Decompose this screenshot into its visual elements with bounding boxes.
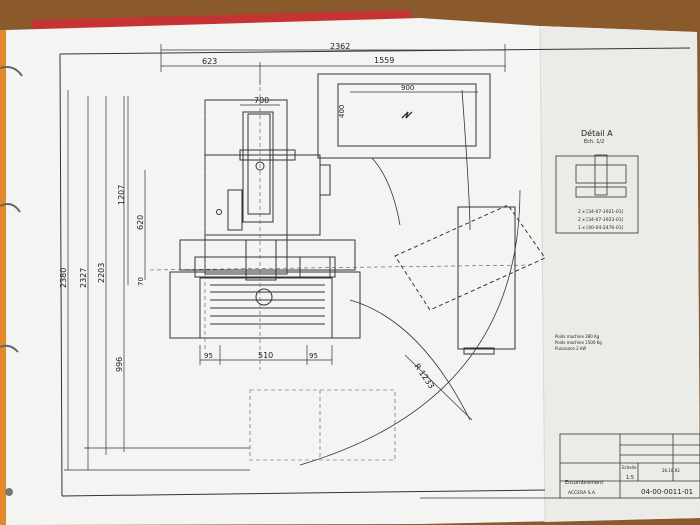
dim-left-margin: 95 <box>204 352 213 360</box>
dim-total-width: 2362 <box>330 42 350 51</box>
company-name: ACCERA S.A. <box>568 490 596 496</box>
detail-scale: Ech. 1/2 <box>584 139 604 145</box>
dim-control-width: 900 <box>401 84 414 92</box>
fold-line <box>539 25 546 523</box>
detail-part-3: 1 x [40-04-2476-01] <box>578 225 624 231</box>
binder-orange <box>0 30 6 525</box>
dim-height-5: 1207 <box>117 185 126 205</box>
detail-part-2: 2 x [34-07-1923-01] <box>578 217 624 223</box>
title-block <box>420 433 700 499</box>
title-block-title: Encombrement <box>565 480 603 486</box>
weight-note-2: Poids machine 1500 Kg <box>555 340 602 345</box>
binder-rings <box>0 66 23 496</box>
dim-control-height: 400 <box>338 105 346 118</box>
dim-right-margin: 95 <box>309 352 318 360</box>
dim-table-width: 510 <box>258 351 273 360</box>
title-block-date: 26.10.92 <box>662 468 680 473</box>
paper-shadow-right <box>540 26 700 522</box>
dim-overall-height: 2380 <box>59 268 68 288</box>
dim-right-span: 1559 <box>374 56 394 65</box>
red-binder-edge <box>30 10 412 30</box>
drawing-number: 04-00-0011-01 <box>641 488 693 496</box>
dim-gap: 70 <box>137 277 145 286</box>
title-block-scale: 1:5 <box>626 475 634 481</box>
detail-a-figure <box>555 154 639 234</box>
dim-height-4: 996 <box>115 357 124 372</box>
weight-note-1: Poids machine 280 Kg <box>555 334 600 339</box>
dim-height-2: 2327 <box>79 268 88 288</box>
detail-part-1: 2 x [34-07-1921-01] <box>578 209 624 215</box>
dim-height-3: 2203 <box>97 263 106 283</box>
drawing-frame <box>59 47 691 55</box>
title-block-scale-label: Echelle <box>622 465 637 470</box>
detail-title: Détail A <box>581 128 613 138</box>
weight-note-3: Puissance 2 kW <box>555 346 586 351</box>
dim-column-height: 620 <box>136 215 145 230</box>
dim-left-offset: 623 <box>202 57 217 66</box>
